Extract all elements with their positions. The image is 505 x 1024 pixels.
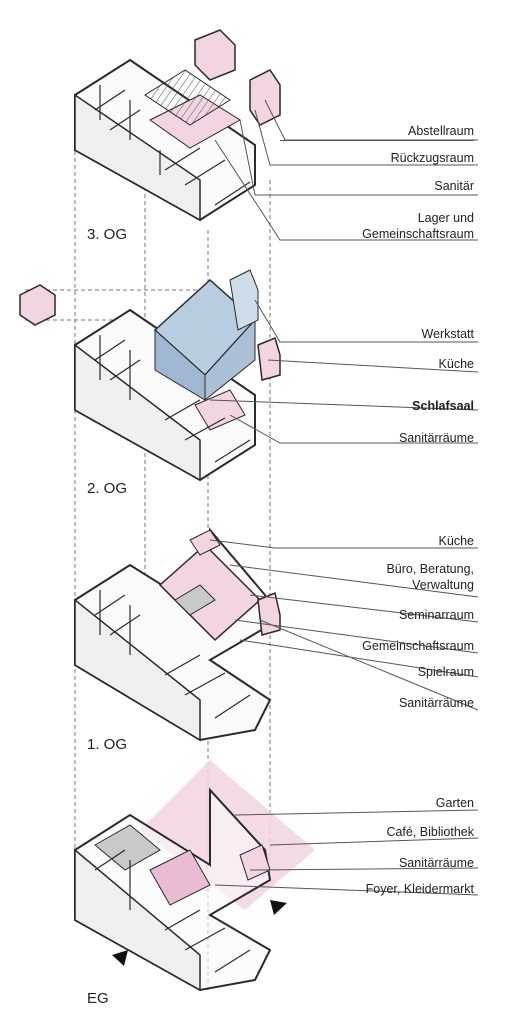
label-rueckzugsraum: Rückzugsraum [390,151,474,165]
label-spielraum: Spielraum [417,665,474,679]
floor-title-eg: EG [87,990,109,1007]
label-gemeinschaftsraum: Gemeinschaftsraum [362,639,474,653]
label-lager-line1: Lager und [417,211,474,225]
label-werkstatt: Werkstatt [421,327,474,341]
floor-title-2og: 2. OG [87,480,128,497]
floor-3og-plan [74,29,281,222]
floor-eg-plan [74,760,315,992]
label-foyer-kleidermarkt: Foyer, Kleidermarkt [365,882,474,896]
label-sanitaerraeume-eg: Sanitärräume [398,856,474,870]
label-schlafsaal: Schlafsaal [412,399,474,413]
entrance-arrow-icon [270,900,287,915]
leader-lines [209,99,479,896]
label-cafe-bibliothek: Café, Bibliothek [386,825,474,839]
label-buero-line1: Büro, Beratung, [386,562,474,576]
label-kueche-2og: Küche [438,357,474,371]
label-garten: Garten [435,796,474,810]
leader-line [280,140,474,141]
label-sanitaer: Sanitär [434,179,474,193]
label-kueche-1og: Küche [438,534,474,548]
label-sanitaerraeume-2og: Sanitärräume [398,431,474,445]
floor-1og-plan [74,527,281,742]
label-buero-line2: Verwaltung [412,578,474,592]
entrance-arrow-icon [112,950,128,966]
label-sanitaerraeume-1og: Sanitärräume [398,696,474,710]
label-lager-line2: Gemeinschaftsraum [362,227,474,241]
label-seminarraum: Seminarraum [398,608,474,622]
floor-title-1og: 1. OG [87,736,128,753]
floor-title-3og: 3. OG [87,226,128,243]
label-abstellraum: Abstellraum [408,124,474,138]
floor-2og-plan [19,269,281,482]
